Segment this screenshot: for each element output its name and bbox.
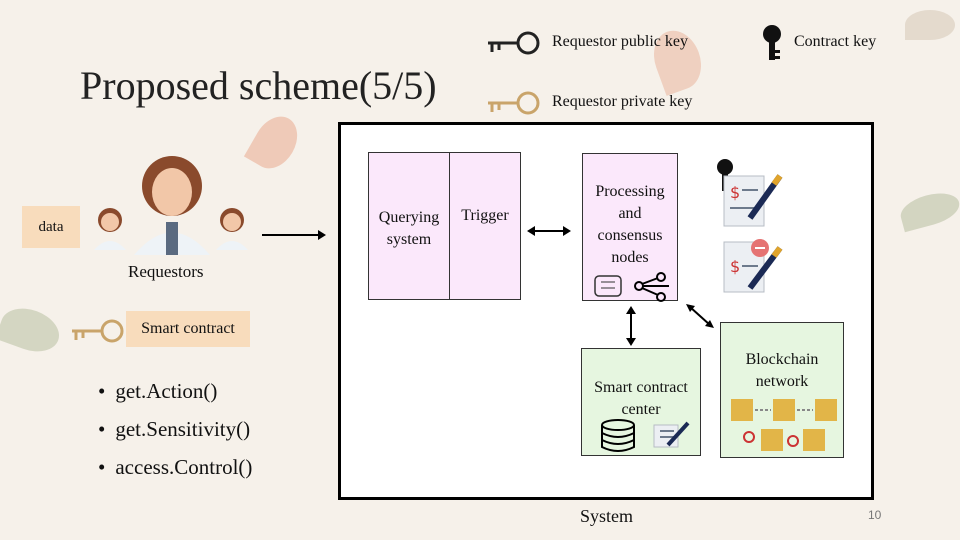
processing-nodes-label: Processing and consensus nodes	[595, 183, 665, 266]
blockchain-network-label: Blockchain network	[745, 351, 819, 390]
network-nodes-icon	[594, 272, 669, 302]
database-icon	[601, 419, 635, 452]
function-item: access.Control()	[98, 448, 252, 486]
decor-leaf	[0, 300, 66, 360]
function-item: get.Action()	[98, 372, 252, 410]
smart-contract-box: Smart contract	[126, 311, 250, 347]
signed-document-icon: $	[723, 174, 783, 227]
private-key-icon	[72, 319, 124, 343]
decor-petal	[243, 108, 307, 177]
bidirectional-arrow	[626, 306, 636, 346]
legend-public-key: Requestor public key	[552, 33, 688, 50]
public-key-icon	[488, 31, 540, 55]
page-number: 10	[868, 508, 882, 522]
legend-private-key: Requestor private key	[552, 93, 693, 110]
system-label: System	[580, 506, 634, 526]
trigger-label: Trigger	[461, 207, 509, 224]
private-key-icon	[488, 91, 540, 115]
querying-system-label: Querying system	[378, 209, 440, 248]
blockchain-network-box: Blockchain network	[720, 322, 844, 458]
bidirectional-arrow	[686, 304, 714, 328]
trigger-box: Trigger	[449, 152, 521, 300]
smart-contract-center-box: Smart contract center	[581, 348, 701, 456]
legend-contract-key: Contract key	[794, 33, 877, 50]
arrow-to-system	[262, 230, 326, 240]
blockchain-blocks-icon	[731, 399, 837, 451]
bidirectional-arrow	[527, 226, 571, 236]
decor-leaf	[905, 10, 955, 40]
page-title: Proposed scheme(5/5)	[80, 63, 437, 108]
requestors-label: Requestors	[128, 262, 204, 281]
function-item: get.Sensitivity()	[98, 410, 252, 448]
data-box: data	[22, 206, 80, 248]
requestors-icon	[94, 156, 248, 255]
svg-text:$: $	[730, 183, 740, 202]
querying-system-box: Querying system	[368, 152, 450, 300]
function-list: get.Action() get.Sensitivity() access.Co…	[98, 372, 252, 486]
svg-text:$: $	[730, 257, 740, 276]
contract-document-icon	[653, 421, 690, 448]
document-minus-icon: $	[723, 239, 783, 293]
processing-nodes-box: Processing and consensus nodes	[582, 153, 678, 302]
decor-leaf	[897, 187, 960, 233]
contract-key-icon	[763, 25, 781, 60]
smart-contract-center-label: Smart contract center	[594, 379, 688, 418]
